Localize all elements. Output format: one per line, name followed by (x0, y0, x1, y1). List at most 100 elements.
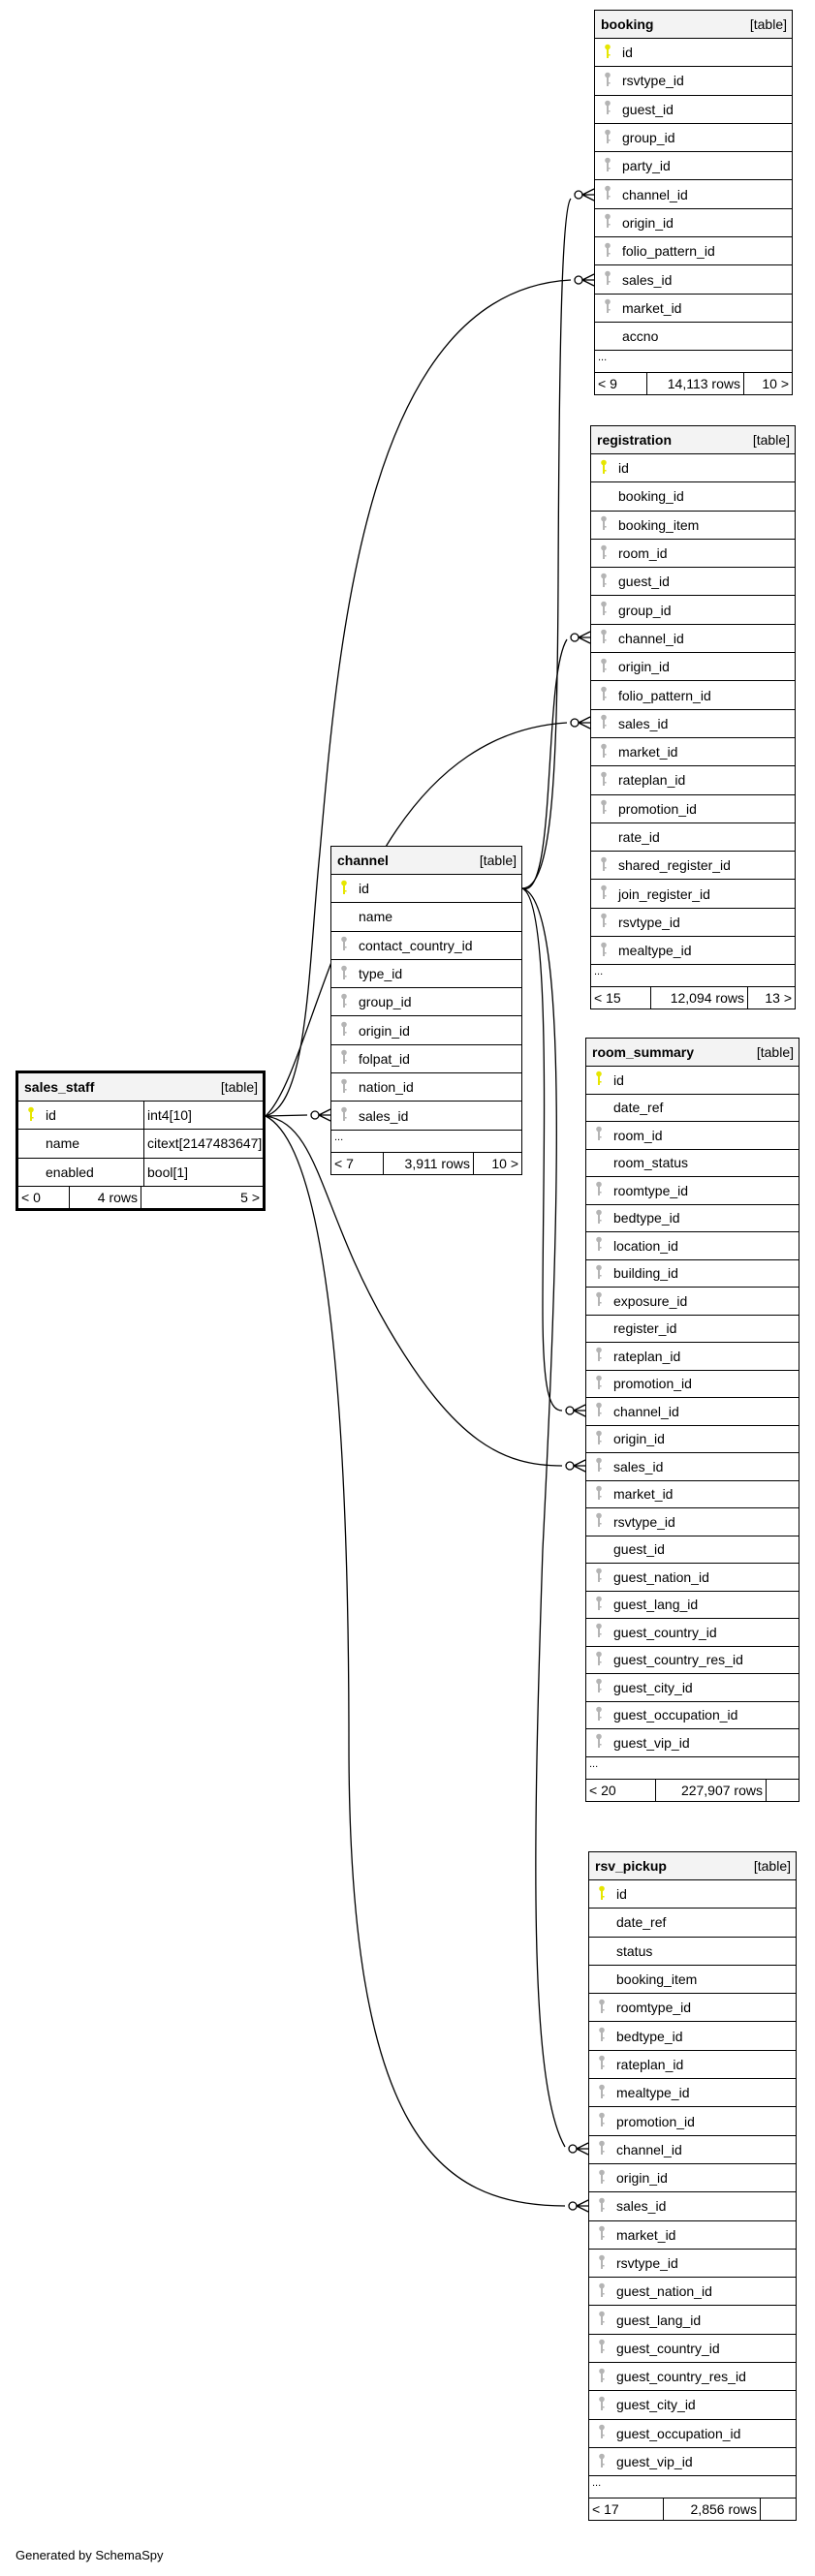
column-row[interactable]: group_id (595, 124, 792, 153)
table-header[interactable]: registration[table] (591, 426, 795, 454)
column-row[interactable]: rateplan_id (591, 766, 795, 795)
column-row[interactable]: guest_id (586, 1536, 799, 1564)
column-row[interactable]: id (595, 39, 792, 68)
table-header[interactable]: room_summary[table] (586, 1039, 799, 1067)
column-row[interactable]: sales_id (331, 1102, 521, 1131)
parents-link[interactable]: < 15 (591, 987, 651, 1009)
column-row[interactable]: date_ref (586, 1095, 799, 1122)
column-row[interactable]: contact_country_id (331, 932, 521, 960)
column-row[interactable]: mealtype_id (591, 937, 795, 966)
column-row[interactable]: guest_occupation_id (586, 1702, 799, 1729)
column-row[interactable]: exposure_id (586, 1288, 799, 1316)
column-row[interactable]: folpat_id (331, 1045, 521, 1074)
column-row[interactable]: promotion_id (591, 795, 795, 823)
column-row[interactable]: roomtype_id (589, 1994, 796, 2023)
column-row[interactable]: guest_country_res_id (586, 1647, 799, 1674)
column-row[interactable]: origin_id (591, 653, 795, 682)
table-header[interactable]: booking[table] (595, 11, 792, 39)
column-row[interactable]: guest_vip_id (589, 2448, 796, 2477)
children-link[interactable]: 10 > (762, 376, 789, 392)
table-name[interactable]: registration (597, 432, 673, 448)
table-name[interactable]: rsv_pickup (595, 1858, 667, 1874)
column-row[interactable]: accno (595, 323, 792, 352)
column-row[interactable]: rate_id (591, 823, 795, 853)
column-row[interactable]: nation_id (331, 1073, 521, 1102)
column-row[interactable]: shared_register_id (591, 852, 795, 881)
column-row[interactable]: guest_lang_id (586, 1592, 799, 1619)
column-row[interactable]: rsvtype_id (595, 67, 792, 96)
column-row[interactable]: guest_country_id (589, 2335, 796, 2364)
column-row[interactable]: guest_id (591, 568, 795, 597)
column-row[interactable]: mealtype_id (589, 2079, 796, 2108)
column-row[interactable]: bedtype_id (589, 2022, 796, 2051)
column-row[interactable]: id (331, 875, 521, 904)
column-row[interactable]: sales_id (595, 265, 792, 295)
parents-link[interactable]: < 20 (586, 1779, 656, 1801)
children-link[interactable] (767, 1780, 799, 1801)
column-row[interactable]: date_ref (589, 1909, 796, 1938)
column-row[interactable]: sales_id (589, 2192, 796, 2221)
column-row[interactable]: channel_id (589, 2136, 796, 2164)
children-link[interactable]: 5 > (240, 1189, 260, 1205)
column-row[interactable]: origin_id (586, 1426, 799, 1453)
column-row[interactable]: rateplan_id (586, 1343, 799, 1371)
column-row[interactable]: rsvtype_id (589, 2250, 796, 2279)
column-row[interactable]: origin_id (589, 2164, 796, 2193)
column-row[interactable]: party_id (595, 152, 792, 181)
children-link[interactable] (761, 2498, 796, 2520)
table-header[interactable]: rsv_pickup[table] (589, 1852, 796, 1880)
column-row[interactable]: status (589, 1938, 796, 1966)
column-row[interactable]: market_id (589, 2221, 796, 2250)
table-name[interactable]: channel (337, 853, 389, 868)
column-row[interactable]: market_id (595, 295, 792, 323)
column-row[interactable]: channel_id (595, 180, 792, 209)
column-row[interactable]: guest_city_id (589, 2391, 796, 2420)
column-row[interactable]: guest_country_res_id (589, 2363, 796, 2392)
column-row[interactable]: location_id (586, 1232, 799, 1260)
column-row[interactable]: origin_id (595, 209, 792, 238)
column-row[interactable]: id (591, 454, 795, 483)
column-row[interactable]: guest_id (595, 96, 792, 124)
column-row[interactable]: sales_id (586, 1453, 799, 1481)
column-row[interactable]: join_register_id (591, 880, 795, 909)
table-name[interactable]: booking (601, 16, 654, 32)
column-row[interactable]: guest_nation_id (589, 2278, 796, 2307)
column-row[interactable]: roomtype_id (586, 1177, 799, 1205)
column-row[interactable]: channel_id (591, 625, 795, 654)
column-row[interactable]: rateplan_id (589, 2051, 796, 2080)
parents-link[interactable]: < 9 (595, 373, 647, 395)
parents-link[interactable]: < 0 (18, 1186, 70, 1208)
parents-link[interactable]: < 7 (331, 1152, 384, 1174)
column-row[interactable]: booking_item (589, 1966, 796, 1995)
table-name[interactable]: room_summary (592, 1044, 695, 1060)
column-row[interactable]: guest_nation_id (586, 1564, 799, 1592)
column-row[interactable]: bedtype_id (586, 1205, 799, 1232)
column-row[interactable]: guest_country_id (586, 1619, 799, 1647)
column-row[interactable]: promotion_id (586, 1371, 799, 1398)
column-row[interactable]: channel_id (586, 1398, 799, 1426)
children-link[interactable]: 10 > (491, 1155, 518, 1171)
column-row[interactable]: booking_id (591, 482, 795, 512)
column-row[interactable]: id (586, 1067, 799, 1095)
column-row[interactable]: folio_pattern_id (595, 237, 792, 266)
column-row[interactable]: rsvtype_id (591, 909, 795, 938)
column-row[interactable]: guest_lang_id (589, 2306, 796, 2335)
column-row[interactable]: room_id (591, 540, 795, 569)
column-row[interactable]: group_id (591, 596, 795, 625)
column-row[interactable]: type_id (331, 960, 521, 989)
column-row[interactable]: folio_pattern_id (591, 681, 795, 710)
column-row[interactable]: promotion_id (589, 2107, 796, 2136)
parents-link[interactable]: < 17 (589, 2498, 664, 2521)
table-header[interactable]: channel[table] (331, 847, 521, 875)
table-name[interactable]: sales_staff (24, 1079, 95, 1095)
column-row[interactable]: room_status (586, 1150, 799, 1177)
column-row[interactable]: guest_vip_id (586, 1729, 799, 1757)
column-row[interactable]: guest_city_id (586, 1674, 799, 1702)
